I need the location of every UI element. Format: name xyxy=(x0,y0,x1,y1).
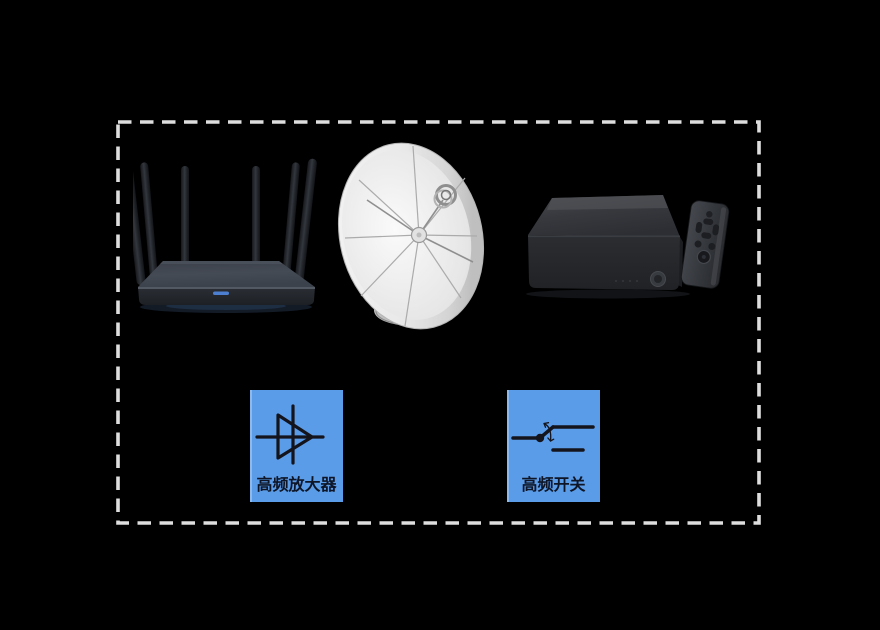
wifi-router-image xyxy=(133,158,317,313)
remote-menu-button xyxy=(708,242,716,250)
rf-switch-box: 高频开关 xyxy=(507,390,600,502)
tv-box xyxy=(528,195,683,290)
amplifier-symbol-icon xyxy=(255,404,325,465)
dish-lnb-ring xyxy=(433,184,457,209)
satellite-dish-image xyxy=(337,142,485,330)
rf-amplifier-box: 高频放大器 xyxy=(250,390,343,502)
remote-back-button xyxy=(694,240,702,248)
remote-control-image xyxy=(680,200,730,289)
router-body xyxy=(138,261,315,313)
tv-box-indicator-dots xyxy=(614,279,639,283)
dish-ribs xyxy=(344,145,478,327)
remote-home-button xyxy=(696,249,711,265)
switch-symbol-icon xyxy=(511,422,595,452)
router-led xyxy=(213,291,229,295)
remote-top-button xyxy=(706,211,713,218)
rf-amplifier-label: 高频放大器 xyxy=(256,477,337,494)
tv-box-power-button xyxy=(650,271,666,287)
set-top-box-image xyxy=(526,195,730,299)
router-antennas xyxy=(133,158,317,286)
rf-switch-label: 高频开关 xyxy=(521,477,586,494)
dish-hub xyxy=(410,226,428,244)
remote-dpad xyxy=(695,218,720,239)
